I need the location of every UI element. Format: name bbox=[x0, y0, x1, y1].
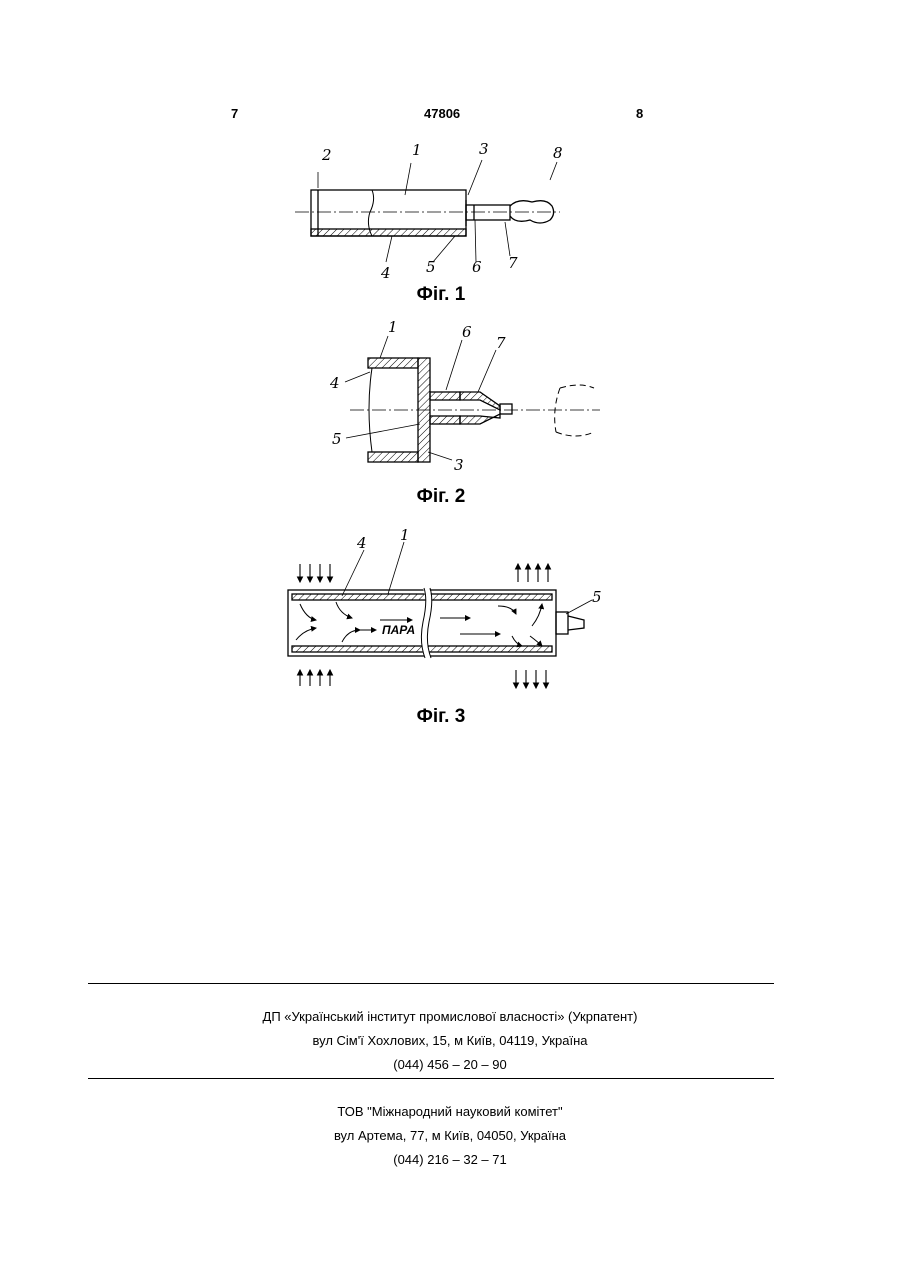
printer-name: ТОВ "Міжнародний науковий комітет" bbox=[0, 1104, 900, 1119]
fig1-label-8: 8 bbox=[553, 144, 563, 162]
fig3-leaders bbox=[342, 542, 592, 614]
publisher-name: ДП «Український інститут промислової вла… bbox=[0, 1009, 900, 1024]
fig2-label-1: 1 bbox=[388, 318, 398, 336]
fig1-label-7: 7 bbox=[508, 254, 518, 272]
fig1-label-6: 6 bbox=[472, 258, 482, 276]
fig2-label-3: 3 bbox=[454, 456, 464, 474]
fig2-label-4: 4 bbox=[329, 374, 340, 392]
fig1-label-4: 4 bbox=[380, 264, 391, 282]
fig1-label-2: 2 bbox=[321, 146, 332, 164]
fig3-label-5: 5 bbox=[592, 588, 602, 606]
fig3-caption: Фіг. 3 bbox=[381, 706, 501, 728]
fig3-flow-arrows bbox=[296, 602, 542, 646]
fig2-section bbox=[350, 358, 600, 462]
printer-address: вул Артема, 77, м Київ, 04050, Україна bbox=[0, 1128, 900, 1143]
fig1-label-1: 1 bbox=[412, 141, 422, 159]
fig1-label-5: 5 bbox=[426, 258, 436, 276]
fig3-label-4: 4 bbox=[356, 534, 367, 552]
patent-number: 47806 bbox=[424, 106, 460, 121]
fig1-caption: Фіг. 1 bbox=[381, 284, 501, 306]
footer-rule-bottom bbox=[88, 1078, 774, 1079]
fig2-caption: Фіг. 2 bbox=[381, 486, 501, 508]
fig1-leaders bbox=[318, 160, 557, 262]
page-number-left: 7 bbox=[231, 106, 238, 121]
publisher-address: вул Сім'ї Хохлових, 15, м Київ, 04119, У… bbox=[0, 1033, 900, 1048]
footer-rule-top bbox=[88, 983, 774, 984]
fig2-label-5: 5 bbox=[332, 430, 342, 448]
publisher-phone: (044) 456 – 20 – 90 bbox=[0, 1057, 900, 1072]
fig3-label-1: 1 bbox=[400, 526, 410, 544]
fig2-label-7: 7 bbox=[496, 334, 506, 352]
fig1-tube bbox=[295, 190, 560, 236]
fig3-tube bbox=[288, 588, 584, 658]
fig1-label-3: 3 bbox=[479, 140, 489, 158]
printer-phone: (044) 216 – 32 – 71 bbox=[0, 1152, 900, 1167]
fig3-inner-label: ПАРА bbox=[382, 623, 415, 637]
fig2-leaders bbox=[345, 336, 496, 460]
fig2-label-6: 6 bbox=[462, 323, 472, 341]
page-number-right: 8 bbox=[636, 106, 643, 121]
fig3-heat-arrows bbox=[300, 564, 548, 688]
